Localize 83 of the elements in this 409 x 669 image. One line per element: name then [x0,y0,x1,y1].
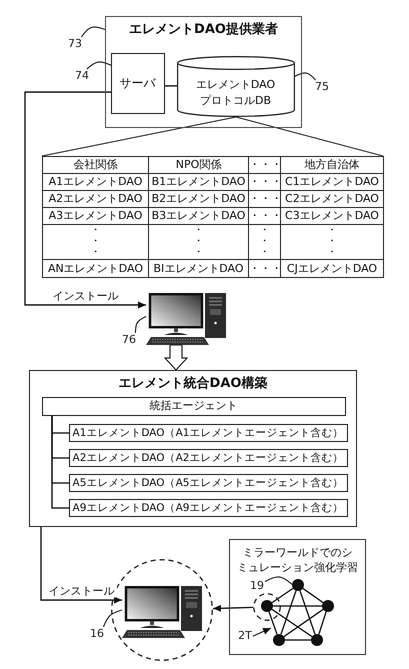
table-cell: ・・・ [248,174,280,190]
network-link [268,611,278,635]
table-cell: C1エレメントDAO [280,174,384,190]
leader-line [86,62,112,70]
group-panel [29,370,357,527]
dashed-circle [253,593,281,621]
arrow [40,527,122,604]
connector-line [165,85,177,87]
leader-line [294,72,316,80]
process-box [68,424,348,442]
table-cell: C2エレメントDAO [280,190,384,208]
arrow [24,91,146,308]
network-node-dot [261,600,273,612]
network-link [284,608,324,638]
leader-arrow [252,628,272,637]
box-label: A5エレメントDAO（A5エレメントエージェント含む） [72,476,344,490]
table-cell: CJエレメントDAO [280,260,384,278]
group-panel [105,16,302,128]
box-label: A9エレメントDAO（A9エレメントエージェント含む） [72,500,344,514]
table-cell: ・・・ [248,208,280,224]
box-label: サーバ [120,76,156,90]
network-node-dot [322,600,334,612]
table-cell: A2エレメントDAO [42,190,148,208]
table-cell: C3エレメントDAO [280,208,384,224]
callout-number: 16 [89,627,105,640]
leader-line [102,609,122,628]
column-header: 会社関係 [42,156,148,174]
table-cell: A3エレメントDAO [42,208,148,224]
network-node-dot [273,634,285,646]
table-cell: B1エレメントDAO [148,174,248,190]
network-link [299,590,316,635]
box-label: A2エレメントDAO（A2エレメントエージェント含む） [72,450,344,464]
network-node-dot [311,634,323,646]
simulation-panel [229,539,366,655]
table-cell: ANエレメントDAO [42,260,148,278]
network-link [280,590,297,635]
table-cell: ・・・ [148,224,248,260]
network-link [273,605,322,607]
network-link [272,608,312,638]
network-node-dot [292,579,304,591]
callout-number: 19 [249,579,265,592]
leader-line [264,576,293,585]
network-link [302,588,324,604]
table-cell: ・・・ [248,190,280,208]
desktop-computer-drawing [146,293,226,345]
connector-line [51,416,69,509]
table-cell: ・・・ [42,224,148,260]
column-header: 地方自治体 [280,156,384,174]
panel-title: ミラーワールドでのシミュレーション強化学習 [236,545,359,575]
process-box [68,448,348,466]
box-label: A1エレメントDAO（A1エレメントエージェント含む） [72,426,344,440]
edge-label: インストール [50,289,120,302]
leader-line [80,26,106,38]
callout-number: 76 [121,333,137,346]
callout-number: 75 [314,80,330,93]
panel-title: エレメントDAO提供業者 [129,22,278,38]
network-link [272,588,294,604]
callout-number: 74 [74,69,90,82]
leader-line [134,316,146,334]
column-header: NPO関係 [148,156,248,174]
panel-title: エレメント統合DAO構築 [118,376,268,392]
process-box [68,498,348,516]
table-cell: BIエレメントDAO [148,260,248,278]
table-cell: B2エレメントDAO [148,190,248,208]
process-box [68,474,348,492]
network-link [318,612,327,634]
table-cell: ・・・ [248,260,280,278]
arrow [212,604,254,612]
database-label: エレメントDAOプロトコルDB [194,77,276,109]
process-box [42,396,346,416]
box-label: 統括エージェント [150,399,238,413]
block-arrow [164,344,188,371]
callout-number: 73 [67,37,83,50]
callout-number: 2T [237,629,253,642]
table-cell: ・・・ [248,224,280,260]
edge-label: インストール [46,584,116,598]
table-cell: ・・・ [280,224,384,260]
desktop-computer-drawing [122,586,202,638]
process-box [110,52,164,114]
column-header: ・・・ [248,156,280,174]
table-cell: B3エレメントDAO [148,208,248,224]
table-cell: A1エレメントDAO [42,174,148,190]
network-link [285,639,311,641]
